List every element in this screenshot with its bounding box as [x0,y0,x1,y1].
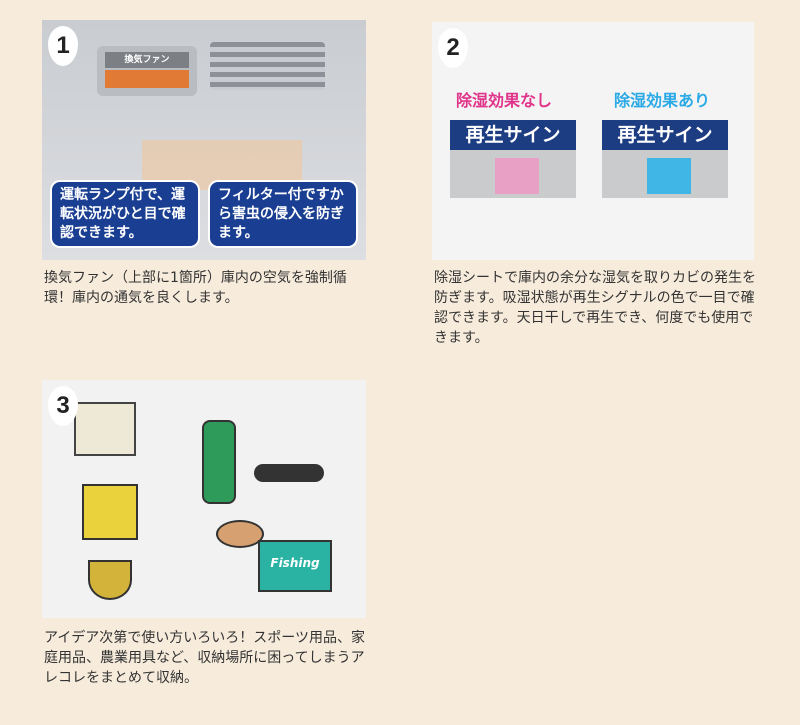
sign-label: 再生サイン [602,120,728,150]
fan-image: 換気ファン 運転ランプ付で、運転状況がひと目で確認できます。 フィルター付ですか… [42,20,366,260]
sign-effect: 再生サイン [602,120,728,198]
lamp-callout: 運転ランプ付で、運転状況がひと目で確認できます。 [50,180,200,248]
number-badge: 1 [48,26,78,66]
blue-swatch [647,158,691,194]
shovel-icon [88,560,132,600]
panel-label: 換気ファン [105,52,189,68]
filter-callout: フィルター付ですから害虫の侵入を防ぎます。 [208,180,358,248]
crate-icon [82,484,138,540]
caption-2: 除湿シートで庫内の余分な湿気を取りカビの発生を防ぎます。吸湿状態が再生シグナルの… [434,270,756,346]
sign-no-effect: 再生サイン [450,120,576,198]
vent-grille [210,42,325,90]
number-badge: 2 [438,28,468,68]
caption-3: アイデア次第で使い方いろいろ！スポーツ用品、家庭用品、農業用具など、収納場所に困… [44,630,366,686]
fishing-text: Fishing [270,556,320,570]
sign-label: 再生サイン [450,120,576,150]
fan-control-panel: 換気ファン [97,46,197,96]
heading-effect: 除湿効果あり [614,91,711,110]
racket-icon [216,520,264,548]
regeneration-sign-image: 除湿効果なし 除湿効果あり 再生サイン 再生サイン 2 [432,22,754,260]
control-strip [105,70,189,88]
storage-items-illustration: Fishing 3 [42,380,366,618]
skateboard-icon [254,464,324,482]
heater-icon [74,402,136,456]
golf-bag-icon [202,420,236,504]
heading-no-effect: 除湿効果なし [456,91,553,110]
tackle-box-icon: Fishing [258,540,332,592]
caption-1: 換気ファン（上部に1箇所）庫内の空気を強制循環！庫内の通気を良くします。 [44,270,347,306]
number-badge: 3 [48,386,78,426]
pink-swatch [495,158,539,194]
